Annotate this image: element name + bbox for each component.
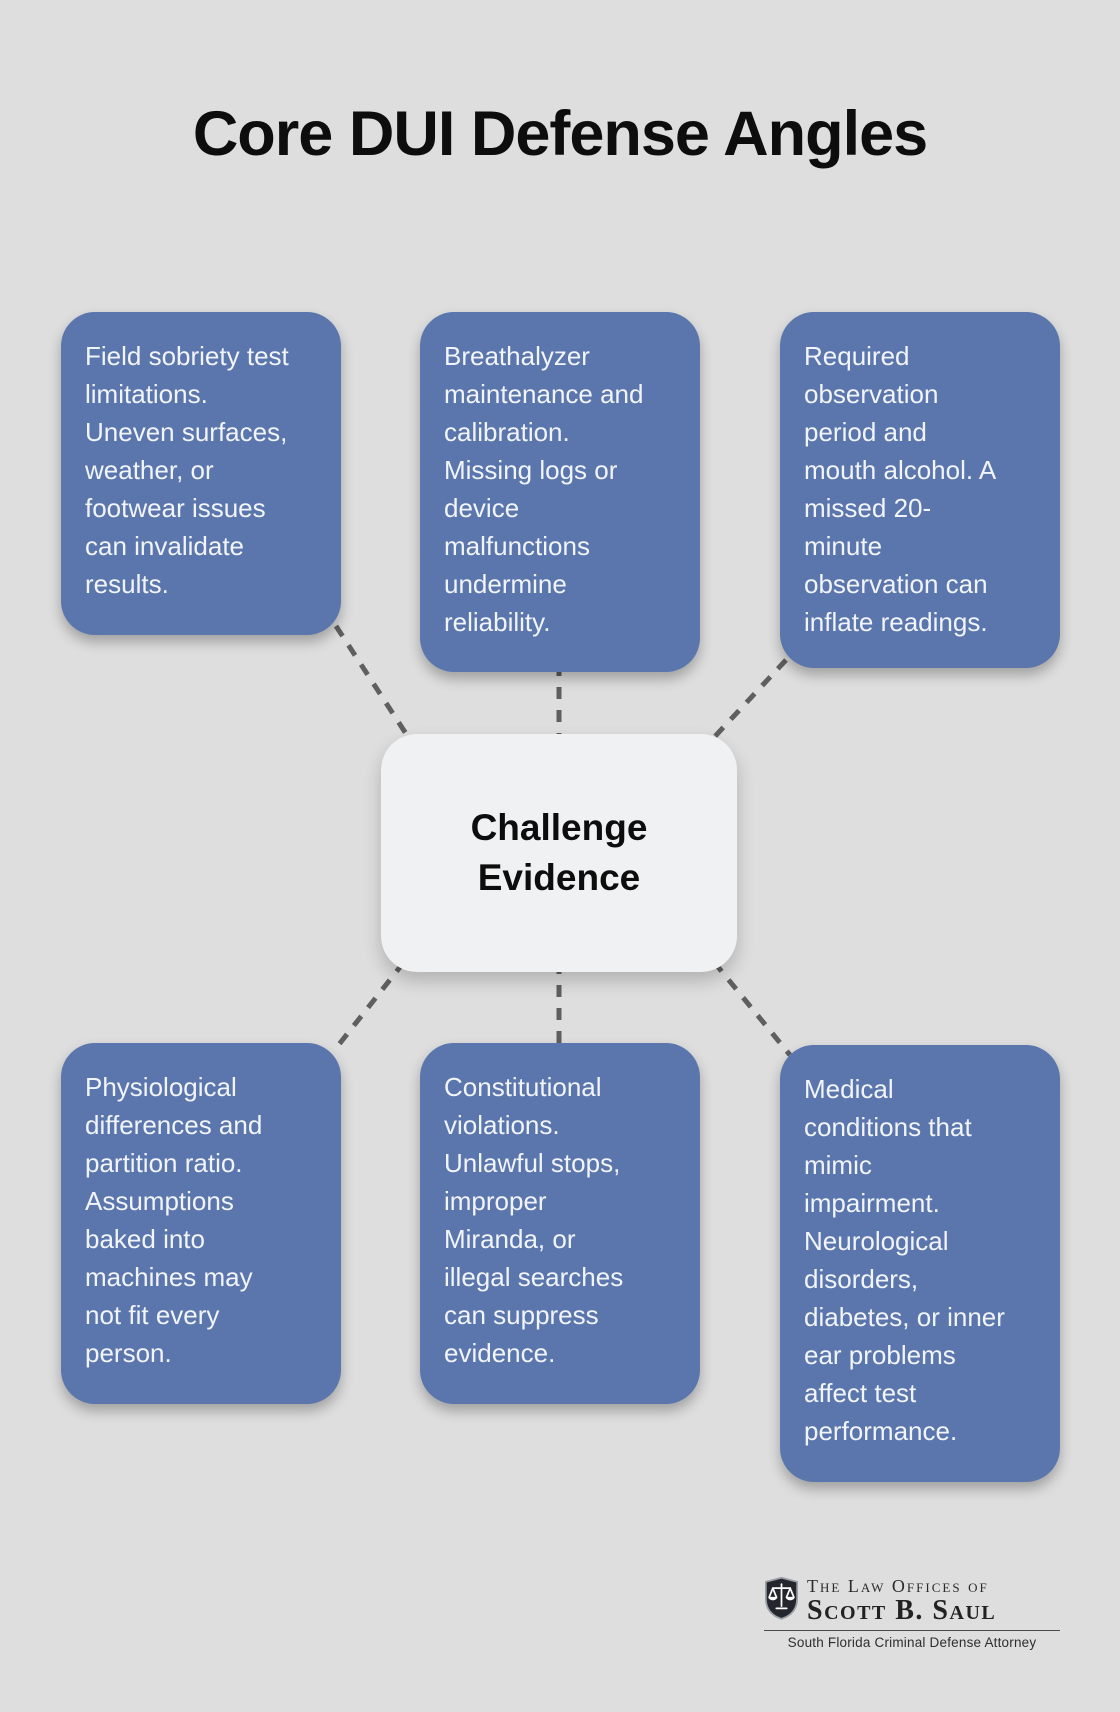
defense-box-medical-conditions: Medical conditions that mimic impairment. Ne… [780,1045,1060,1482]
defense-box-physiological-differences: Physiological differences and partition ra… [61,1043,341,1404]
text-line: inflate readings. [804,607,988,637]
text-line: period and [804,417,927,447]
text-line: evidence. [444,1338,556,1368]
text-line: Missing logs or [444,455,618,485]
text-line: Evidence [477,857,641,898]
text-line: Required [804,341,910,371]
connector-center-to-box6 [712,960,792,1057]
firm-name: Scott B. Saul [807,1594,997,1626]
defense-box-breathalyzer-maintenance: Breathalyzer maintenance and calibration. M… [420,312,700,672]
text-line: not fit every [85,1300,220,1330]
text-line: diabetes, or inner [804,1302,1005,1332]
connector-center-to-box4 [331,960,406,1054]
text-line: ear problems [804,1340,956,1370]
text-line: Miranda, or [444,1224,576,1254]
text-line: Physiological [85,1072,237,1102]
text-line: improper [444,1186,547,1216]
text-line: conditions that [804,1112,972,1142]
text-line: can suppress [444,1300,599,1330]
text-line: minute [804,531,883,561]
text-line: Field sobriety test [85,341,289,371]
text-line: mimic [804,1150,872,1180]
text-line: Medical [804,1074,894,1104]
text-line: device [444,493,520,523]
connector-box3-to-center [704,658,788,748]
text-line: Uneven surfaces, [85,417,288,447]
firm-name-prefix: The Law Offices of [807,1575,989,1596]
text-line: Unlawful stops, [444,1148,621,1178]
firm-tagline: South Florida Criminal Defense Attorney [787,1635,1037,1650]
text-line: limitations. [85,379,208,409]
text-line: observation can [804,569,988,599]
text-line: footwear issues [85,493,266,523]
scales-of-justice-shield-icon [764,1576,799,1625]
text-line: impairment. [804,1188,940,1218]
defense-box-observation-period: Required observation period and mouth alcoh… [780,312,1060,668]
text-line: Neurological [804,1226,949,1256]
text-line: person. [85,1338,172,1368]
text-line: can invalidate [85,531,244,561]
law-firm-logo: The Law Offices of Scott B. Saul South F… [764,1576,1060,1650]
text-line: differences and [85,1110,263,1140]
text-line: malfunctions [444,531,590,561]
text-line: Breathalyzer [444,341,590,371]
text-line: baked into [85,1224,205,1254]
text-line: partition ratio. [85,1148,243,1178]
text-line: violations. [444,1110,560,1140]
logo-divider [764,1630,1060,1631]
text-line: machines may [85,1262,253,1292]
text-line: undermine [444,569,567,599]
text-line: performance. [804,1416,958,1446]
defense-box-field-sobriety-tests: Field sobriety test limitations. Uneven su… [61,312,341,635]
text-line: missed 20- [804,493,932,523]
text-line: mouth alcohol. A [804,455,997,485]
text-line: Challenge [470,807,648,848]
text-line: observation [804,379,939,409]
text-line: illegal searches [444,1262,624,1292]
text-line: disorders, [804,1264,919,1294]
text-line: Assumptions [85,1186,234,1216]
text-line: maintenance and [444,379,644,409]
text-line: Constitutional [444,1072,602,1102]
text-line: reliability. [444,607,551,637]
text-line: results. [85,569,169,599]
page-title: Core DUI Defense Angles [192,99,928,169]
text-line: weather, or [85,455,214,485]
text-line: calibration. [444,417,570,447]
connector-box1-to-center [333,624,417,748]
defense-box-constitutional-violations: Constitutional violations. Unlawful stops,… [420,1043,700,1404]
text-line: affect test [804,1378,917,1408]
